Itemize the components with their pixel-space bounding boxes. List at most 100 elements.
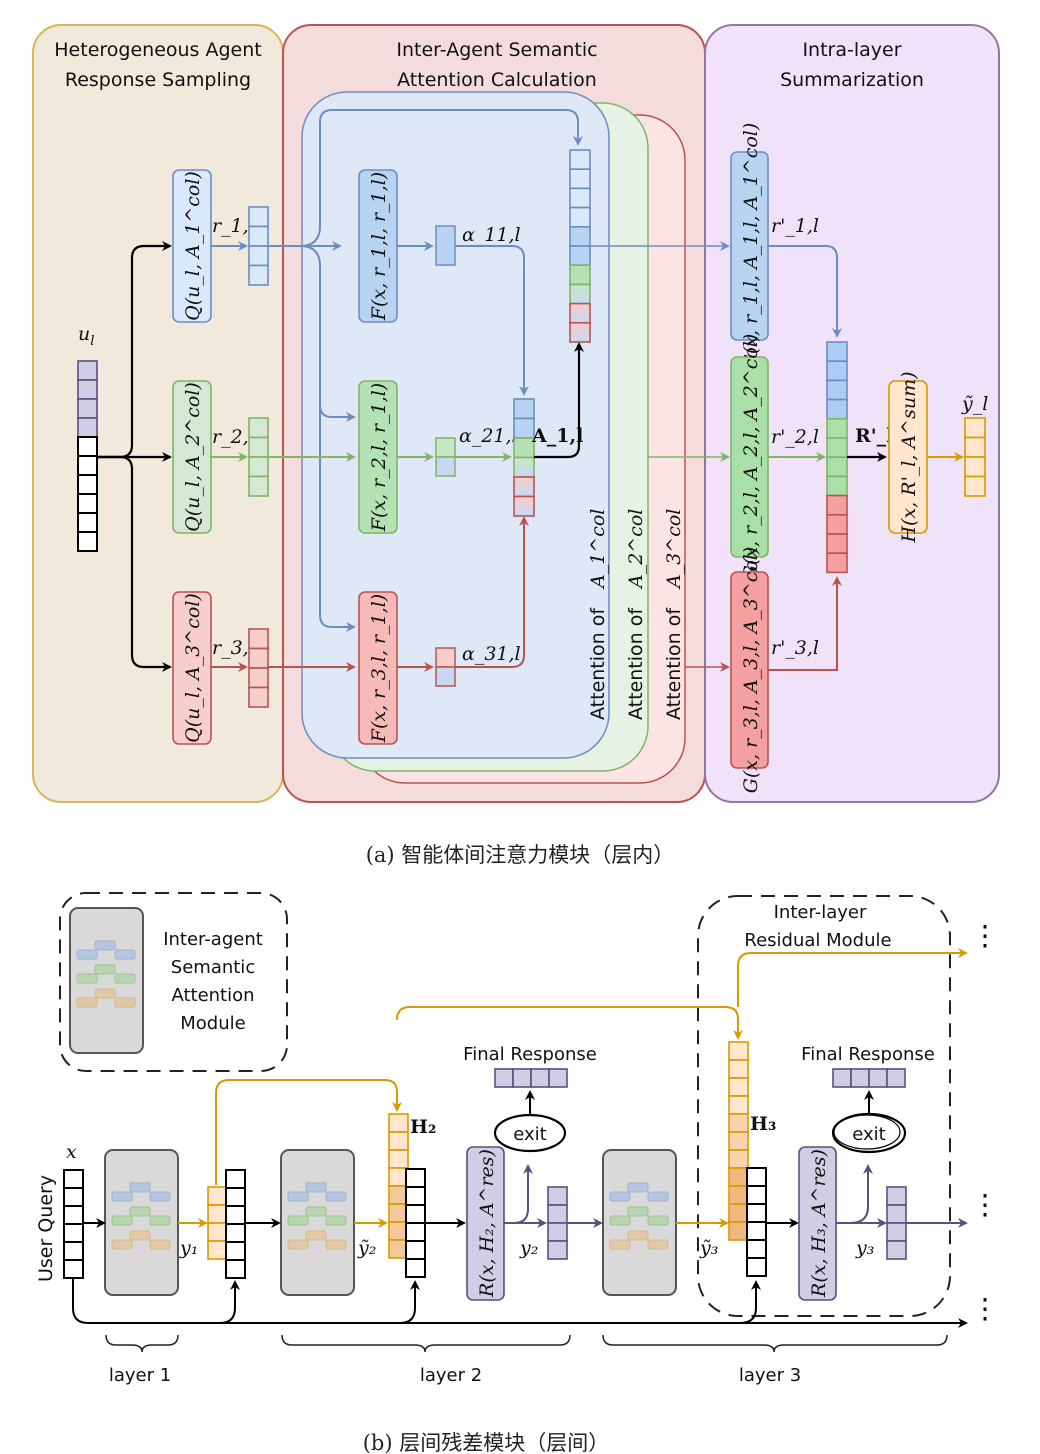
- layer-label-1: layer 1: [109, 1365, 171, 1386]
- legend-text-1: Inter-agent: [163, 929, 263, 950]
- mini-agent-node: [111, 1191, 133, 1202]
- R-prime-label: R'_l: [855, 425, 893, 447]
- vector-cell: [548, 1068, 568, 1088]
- mini-agent-node: [609, 1191, 631, 1202]
- user-query-label: User Query: [35, 1175, 57, 1282]
- vector-cell: [77, 493, 98, 514]
- vector-cell: [513, 398, 535, 420]
- svg-text:Attention of: Attention of: [663, 607, 685, 720]
- vector-cell: [746, 1239, 767, 1259]
- vector-cell: [746, 1203, 767, 1223]
- panel-summary-title-1: Intra-layer: [802, 39, 901, 61]
- arrow-g3-concat: [768, 576, 842, 671]
- panel-sampling: [32, 24, 284, 803]
- part-b-inter-layer: Inter-agent Semantic Attention Module In…: [35, 892, 999, 1454]
- vector-cell: [728, 1167, 749, 1187]
- mini-agent-node: [609, 1239, 631, 1250]
- brace-layer3: [602, 1334, 948, 1353]
- svg-text:G(x, r_1,l, A_1,l, A_1^col): G(x, r_1,l, A_1,l, A_1^col): [740, 123, 762, 370]
- svg-text:G(x, r_3,l, A_3,l, A_3^col): G(x, r_3,l, A_3,l, A_3^col): [740, 547, 762, 794]
- vector-cell: [868, 1068, 888, 1088]
- vector-cell: [547, 1222, 568, 1242]
- vector-cell: [405, 1222, 426, 1242]
- svg-text:A_1^col: A_1^col: [587, 509, 609, 590]
- vector-cell: [225, 1187, 246, 1207]
- A1-label: A_1,l: [531, 425, 583, 447]
- ellipsis-residual: ⋮: [971, 919, 999, 952]
- arrow-g1-concat: [768, 245, 842, 338]
- vector-cell: [826, 456, 848, 478]
- vector-cell: [248, 667, 269, 689]
- vector-cell: [388, 1149, 409, 1169]
- vector-cell: [569, 302, 591, 324]
- vector-cell: [569, 206, 591, 228]
- vector-cell: [728, 1059, 749, 1079]
- brace-layer1: [105, 1334, 179, 1353]
- vector-cell: [77, 417, 98, 438]
- mini-agent-node: [149, 1191, 171, 1202]
- panel-attention-title-2: Attention Calculation: [397, 69, 597, 91]
- caption-a: (a) 智能体间注意力模块（层内）: [366, 843, 675, 867]
- legend-module-icon: [69, 907, 144, 1054]
- exit-node-2[interactable]: exit: [493, 1113, 567, 1153]
- mini-agent-node: [287, 1191, 309, 1202]
- panel-attention-title-1: Inter-Agent Semantic: [396, 39, 597, 61]
- svg-text:Q(u_l, A_2^col): Q(u_l, A_2^col): [182, 382, 204, 532]
- panel-summary-title-2: Summarization: [780, 69, 924, 91]
- mini-agent-node: [627, 1230, 649, 1241]
- vector-cell: [63, 1241, 84, 1261]
- vector-cell: [63, 1205, 84, 1225]
- alpha-21-box: [435, 437, 456, 477]
- vector-cell: [569, 321, 591, 343]
- vector-cell: [826, 475, 848, 497]
- mini-agent-node: [94, 940, 116, 951]
- vector-cell: [248, 225, 269, 247]
- svg-text:Attention of: Attention of: [625, 607, 647, 720]
- r3-prime-label: r'_3,l: [771, 637, 819, 659]
- mini-agent-node: [305, 1206, 327, 1217]
- vector-cell: [405, 1258, 426, 1278]
- vector-cell: [728, 1203, 749, 1223]
- vector-cell: [405, 1168, 426, 1188]
- alpha-11-box: [435, 225, 456, 266]
- attention-concat-vector: [569, 149, 591, 343]
- summary-fn-box-1: G(x, r_1,l, A_1,l, A_1^col): [730, 123, 769, 370]
- vector-cell: [886, 1240, 907, 1260]
- svg-text:R(x, H₂, A^res): R(x, H₂, A^res): [476, 1149, 498, 1298]
- vector-cell: [728, 1185, 749, 1205]
- vector-cell: [826, 360, 848, 382]
- response-vectors: [248, 206, 269, 708]
- vector-cell: [826, 398, 848, 420]
- vector-cell: [77, 512, 98, 533]
- svg-text:F(x, r_2,l, r_1,l): F(x, r_2,l, r_1,l): [368, 383, 390, 532]
- mini-agent-node: [325, 1191, 347, 1202]
- exit-node-3[interactable]: exit: [831, 1112, 907, 1154]
- vector-cell: [77, 436, 98, 457]
- mini-agent-node: [129, 1182, 151, 1193]
- residual-title-1: Inter-layer: [774, 902, 867, 923]
- vector-cell: [512, 1068, 532, 1088]
- module-layer3: [602, 1149, 677, 1296]
- mini-agent-node: [114, 973, 136, 984]
- vector-cell: [248, 628, 269, 650]
- x-label: x: [66, 1141, 77, 1163]
- vector-cell: [728, 1113, 749, 1133]
- mini-agent-node: [76, 997, 98, 1008]
- r3-label: r_3,l: [212, 637, 255, 659]
- svg-text:A_2^col: A_2^col: [625, 509, 647, 590]
- vector-cell: [63, 1187, 84, 1207]
- arrow-x-to-h2: [399, 1280, 420, 1324]
- vector-cell: [964, 456, 986, 478]
- residual-fn-box-3: R(x, H₃, A^res): [798, 1146, 837, 1301]
- module-body: [69, 907, 144, 1054]
- alpha-21-label: α_21,l: [459, 425, 518, 447]
- final-response-vector-3: [832, 1068, 906, 1088]
- vector-cell: [513, 495, 535, 517]
- layer-label-3: layer 3: [739, 1365, 801, 1386]
- svg-text:R(x, H₃, A^res): R(x, H₃, A^res): [808, 1149, 830, 1298]
- mini-agent-node: [647, 1239, 669, 1250]
- vector-cell: [513, 437, 535, 459]
- vector-cell: [248, 417, 269, 439]
- alpha-11-label: α_11,l: [462, 224, 521, 246]
- arrow-alpha31-A: [455, 516, 529, 668]
